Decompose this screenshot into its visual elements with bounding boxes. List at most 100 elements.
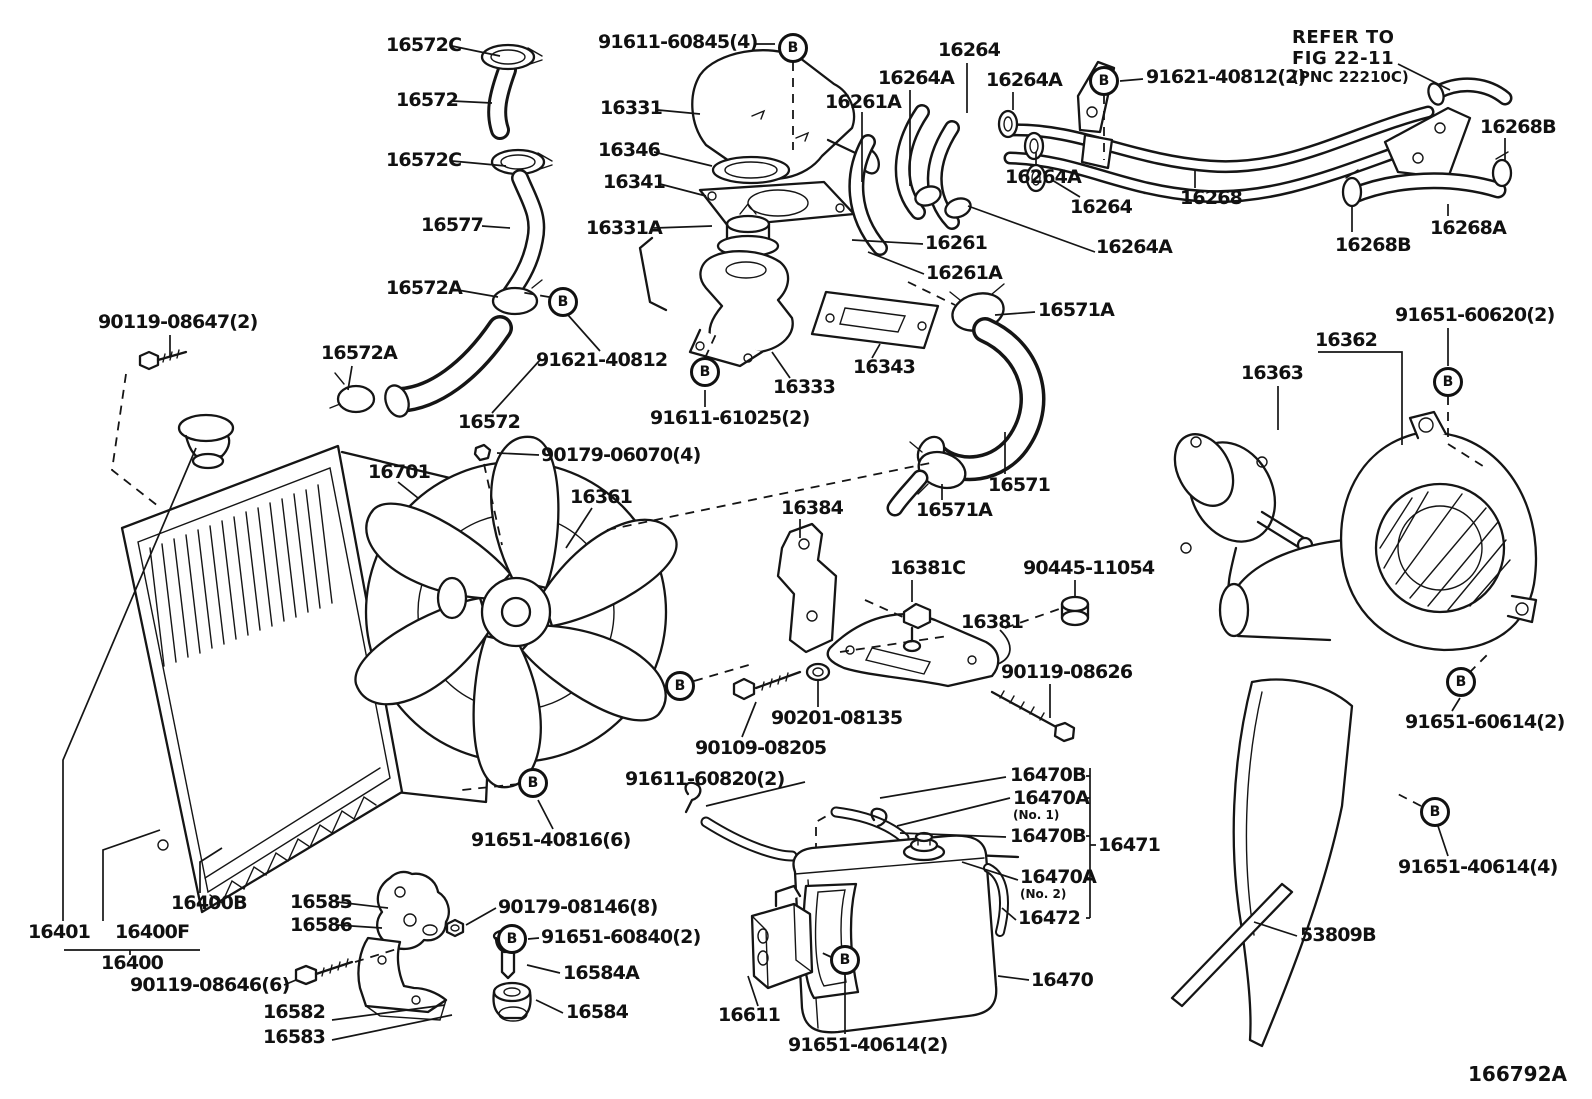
part-label-16400F: 16400F (115, 921, 190, 943)
part-label-90179-06070: 90179-06070(4) (541, 444, 701, 466)
part-label-16264-2: 16264 (1070, 196, 1133, 218)
part-label-16470A-1: 16470A(No. 1) (1013, 787, 1090, 822)
part-label-91651-60614: 91651-60614(2) (1405, 711, 1565, 733)
part-label-16572A-1: 16572A (386, 277, 463, 299)
outlet-seal-drawing (711, 155, 791, 185)
lower-hose-drawing (886, 283, 1046, 517)
nut-06070-drawing (473, 443, 492, 462)
part-label-90201-08135: 90201-08135 (771, 707, 903, 729)
radiator-cap-drawing (177, 413, 235, 470)
part-label-91611-60845: 91611-60845(4) (598, 31, 758, 53)
part-label-16583: 16583 (263, 1026, 326, 1048)
part-label-91651-60840: 91651-60840(2) (541, 926, 701, 948)
part-label-16572A-2: 16572A (321, 342, 398, 364)
dashed-lines (111, 62, 1491, 963)
part-label-16264A-1: 16264A (878, 67, 955, 89)
upper-hose-drawing (329, 43, 553, 418)
part-label-16577: 16577 (421, 214, 484, 236)
part-label-16331A: 16331A (586, 217, 663, 239)
bracket-16582-drawing (357, 936, 448, 1021)
part-label-16470B-2: 16470B (1010, 825, 1087, 847)
bolt-marker-B-9: B (830, 945, 860, 975)
part-label-16401: 16401 (28, 921, 91, 943)
fan-motor-drawing (1173, 433, 1314, 626)
part-label-16333: 16333 (773, 376, 836, 398)
clip-16381C-drawing (902, 602, 932, 653)
part-label-16384: 16384 (781, 497, 844, 519)
part-label-91611-61025: 91611-61025(2) (650, 407, 810, 429)
part-label-16471: 16471 (1098, 834, 1161, 856)
part-label-16331: 16331 (600, 97, 663, 119)
part-label-16571A-2: 16571A (916, 499, 993, 521)
part-label-16470A-1-sub: (No. 1) (1013, 808, 1060, 822)
part-label-16470A-2-sub: (No. 2) (1020, 887, 1067, 901)
bolt-marker-B-1: B (778, 33, 808, 63)
part-label-16470: 16470 (1031, 969, 1094, 991)
part-label-91651-40614-4: 91651-40614(4) (1398, 856, 1558, 878)
reference-note: REFER TO FIG 22-11 (PNC 22210C) (1292, 27, 1409, 87)
part-label-16264A-2: 16264A (986, 69, 1063, 91)
reference-note-line2: FIG 22-11 (1292, 47, 1395, 69)
part-label-16361: 16361 (570, 486, 633, 508)
part-label-53809B: 53809B (1300, 924, 1377, 946)
part-label-16363: 16363 (1241, 362, 1304, 384)
bolt-marker-B-4: B (690, 357, 720, 387)
part-label-16381: 16381 (961, 611, 1024, 633)
part-label-91621-40812-2: 91621-40812(2) (1146, 66, 1306, 88)
bolt-08647-drawing (138, 349, 188, 371)
part-label-91651-40614-2: 91651-40614(2) (788, 1034, 948, 1056)
part-label-16343: 16343 (853, 356, 916, 378)
part-label-16400: 16400 (101, 952, 164, 974)
part-label-16268B-1: 16268B (1480, 116, 1557, 138)
bolt-marker-B-5: B (1433, 367, 1463, 397)
part-label-16470A-2: 16470A(No. 2) (1020, 866, 1097, 901)
part-label-16381C: 16381C (890, 557, 966, 579)
part-label-16572-2: 16572 (458, 411, 521, 433)
part-label-16611: 16611 (718, 1004, 781, 1026)
part-label-16400B: 16400B (171, 892, 248, 914)
bracket-16384-drawing (776, 522, 838, 654)
grommet-16584-drawing (492, 981, 532, 1022)
reference-note-line1: REFER TO (1292, 27, 1395, 48)
part-label-16572-1: 16572 (396, 89, 459, 111)
bolt-marker-B-10: B (1446, 667, 1476, 697)
nut-90445-drawing (1060, 595, 1090, 627)
bracket-16585-drawing (376, 870, 450, 951)
part-label-91651-60620: 91651-60620(2) (1395, 304, 1555, 326)
part-label-16585: 16585 (290, 891, 353, 913)
part-label-16362: 16362 (1315, 329, 1378, 351)
lower-guard-drawing (1170, 678, 1354, 1048)
bolt-marker-B-3: B (548, 287, 578, 317)
part-label-16572C-1: 16572C (386, 34, 462, 56)
part-label-90109-08205: 90109-08205 (695, 737, 827, 759)
part-label-16572C-2: 16572C (386, 149, 462, 171)
bolt-marker-B-11: B (1420, 797, 1450, 827)
part-label-16586: 16586 (290, 914, 353, 936)
part-label-16261: 16261 (925, 232, 988, 254)
part-label-16264-1: 16264 (938, 39, 1001, 61)
bracket-16611-drawing (750, 884, 814, 990)
part-label-16264A-4: 16264A (1096, 236, 1173, 258)
part-label-16264A-3: 16264A (1005, 166, 1082, 188)
fan-drawing (354, 435, 678, 789)
part-label-90119-08646: 90119-08646(6) (130, 974, 290, 996)
bolt-marker-B-2: B (1089, 66, 1119, 96)
part-label-16571: 16571 (988, 474, 1051, 496)
bolt-marker-B-8: B (497, 924, 527, 954)
part-label-16571A-1: 16571A (1038, 299, 1115, 321)
part-label-16268B-2: 16268B (1335, 234, 1412, 256)
drain-plug-drawing (157, 839, 169, 851)
bolt-marker-B-7: B (518, 768, 548, 798)
bolt-90201-drawing (732, 662, 831, 701)
part-label-16346: 16346 (598, 139, 661, 161)
bolt-marker-B-6: B (665, 671, 695, 701)
part-label-16582: 16582 (263, 1001, 326, 1023)
part-label-16341: 16341 (603, 171, 666, 193)
part-label-16584: 16584 (566, 1001, 629, 1023)
part-label-91611-60820: 91611-60820(2) (625, 768, 785, 790)
inlet-gasket-drawing (810, 290, 940, 350)
part-label-16472: 16472 (1018, 907, 1081, 929)
